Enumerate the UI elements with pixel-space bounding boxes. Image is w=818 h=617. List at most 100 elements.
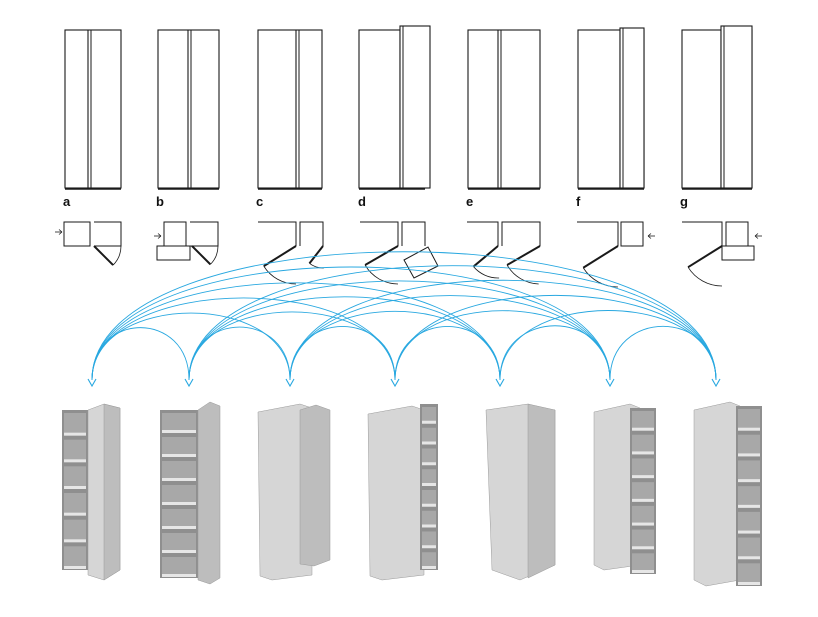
render-shelf-board (632, 427, 654, 431)
arc-arrowhead-icon (285, 378, 295, 388)
plan-door-leaf (582, 245, 619, 269)
render-shelf-cell (422, 531, 436, 548)
transformation-arcs (87, 251, 721, 388)
plan-box (501, 221, 541, 246)
variant-label-f: f (576, 194, 581, 209)
render-side (197, 401, 221, 585)
elevation-c (257, 29, 323, 190)
render-g (693, 401, 762, 587)
render-shelf-board (64, 459, 86, 463)
render-shelf-cell (632, 529, 654, 549)
plan-box (190, 221, 219, 247)
plan-box (467, 221, 499, 246)
elevation-front-panel (619, 27, 645, 189)
render-shelf-board (422, 545, 436, 549)
render-shelf-cell (64, 519, 86, 542)
render-shelf-board (162, 454, 196, 457)
transformation-arc (188, 326, 291, 381)
plan-door-leaf (506, 245, 541, 266)
render-shelf-cell (632, 553, 654, 572)
render-shelf-board (422, 566, 436, 569)
plan-arrow-icon (58, 229, 63, 235)
variant-label-d: d (358, 194, 366, 209)
transformation-arc (91, 312, 291, 381)
transformation-arc (289, 279, 717, 381)
render-shelf-cell (162, 557, 196, 576)
render-shelf-board (64, 432, 86, 436)
transformation-arc (289, 310, 501, 381)
render-shelf-board (64, 512, 86, 516)
render-shelf-board (738, 504, 760, 508)
render-shelf-cell (162, 461, 196, 480)
render-shelf-board (738, 556, 760, 560)
plan-box (360, 221, 399, 246)
plan-box (94, 221, 122, 247)
plan-box (156, 245, 191, 261)
render-shelf-board (738, 479, 760, 483)
plan-d (360, 221, 439, 285)
render-f (593, 403, 656, 574)
render-shelf-board (422, 483, 436, 486)
render-shelf-board (422, 420, 436, 424)
render-shelf-cell (632, 458, 654, 478)
render-shelf-cell (162, 485, 196, 504)
plan-box (258, 221, 297, 246)
render-shelf-cell (738, 511, 760, 533)
variant-label-a: a (63, 194, 71, 209)
render-shelf-cell (632, 411, 654, 430)
arc-arrowhead-icon (184, 378, 194, 388)
elevation-front-panel (399, 25, 431, 189)
variant-label-b: b (156, 194, 164, 209)
render-side (527, 403, 556, 579)
transformation-arc (188, 296, 501, 381)
plan-arrow-icon (754, 233, 759, 239)
plan-g (682, 221, 762, 287)
render-shelf-cell (738, 486, 760, 507)
plan-door-swing (210, 245, 219, 265)
plan-door-leaf (472, 245, 499, 268)
transformation-arc (499, 325, 611, 381)
render-shelf-cell (422, 448, 436, 465)
render-shelf-cell (422, 427, 436, 444)
elevation-front-panel (720, 25, 753, 189)
arc-arrowhead-icon (87, 378, 97, 388)
render-shelf-cell (162, 533, 196, 552)
plan-door-leaf (308, 245, 324, 264)
plan-door-swing (112, 245, 122, 266)
render-shelf-frame (420, 404, 438, 570)
render-c (257, 403, 331, 581)
transformation-arc (394, 310, 611, 381)
transformation-arc (394, 326, 501, 381)
plan-box (163, 221, 187, 247)
render-b (160, 401, 221, 585)
render-shelf-cell (422, 407, 436, 423)
plan-c (258, 221, 324, 285)
elevation-d (358, 25, 431, 190)
plan-arrow-icon (157, 233, 162, 239)
plan-arrow-icon (647, 233, 652, 239)
render-shelf-cell (64, 546, 86, 568)
transformation-arc (91, 251, 717, 381)
transformation-arc (289, 295, 611, 381)
render-shelf-cell (632, 482, 654, 501)
render-shelf-board (422, 441, 436, 445)
render-shelf-board (162, 502, 196, 505)
plan-f (577, 221, 655, 288)
plan-door-swing (473, 266, 500, 279)
arc-arrowhead-icon (495, 378, 505, 388)
render-shelf-cell (64, 493, 86, 515)
elevation-outline (467, 29, 541, 189)
render-shelf-cell (64, 439, 86, 462)
render-e (485, 403, 556, 581)
render-shelf-cell (422, 510, 436, 527)
elevation-outline (64, 29, 122, 189)
elevation-a (64, 29, 122, 190)
plan-box (725, 221, 749, 247)
render-shelf-board (738, 530, 760, 534)
transformation-arc (289, 326, 396, 381)
render-body (257, 403, 313, 581)
variant-label-g: g (680, 194, 688, 209)
render-body (693, 401, 741, 587)
elevation-b (157, 29, 220, 190)
render-shelf-cell (422, 552, 436, 568)
